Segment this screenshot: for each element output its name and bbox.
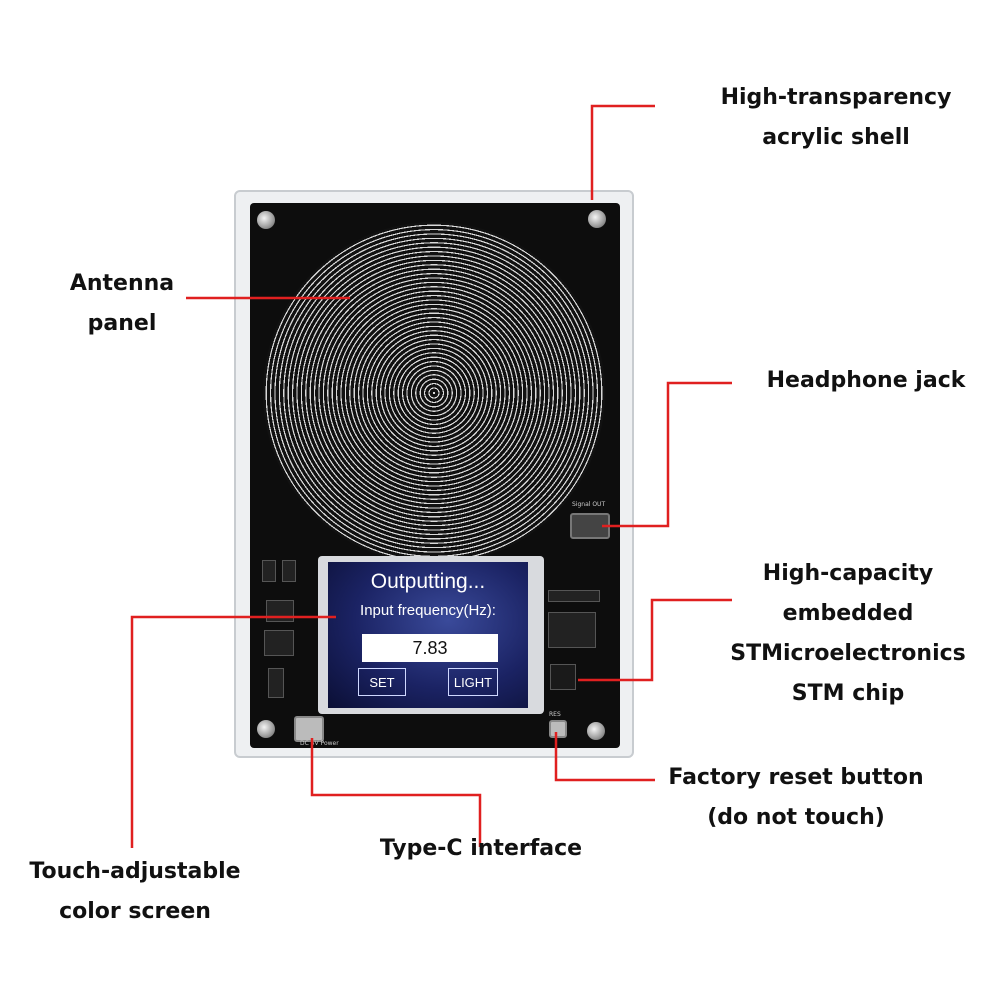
callout-line-shell [590,104,655,200]
screw-icon [587,722,605,740]
light-button[interactable]: LIGHT [448,668,498,696]
label-line: acrylic shell [762,125,910,150]
label-line: color screen [59,899,211,924]
res-label: RES [549,711,561,718]
screen-title: Outputting... [370,570,486,593]
component [548,590,600,602]
label-stm-chip: High-capacity embedded STMicroelectronic… [708,554,988,714]
frequency-field[interactable]: 7.83 [362,634,498,662]
label-line: Type-C interface [379,836,583,861]
component [262,560,276,582]
label-line: Factory reset button [668,765,924,790]
label-line: (do not touch) [707,805,885,830]
label-type-c: Type-C interface [366,829,596,869]
label-line: STM chip [791,681,905,706]
label-line: Antenna [69,271,175,296]
component [264,630,294,656]
label-touch-screen: Touch-adjustable color screen [10,852,260,932]
label-line: High-capacity [762,561,934,586]
set-button[interactable]: SET [358,668,406,696]
stm-chip [550,664,576,690]
label-line: High-transparency [720,85,952,110]
screen-subtitle: Input frequency(Hz): [360,602,496,619]
callout-line-chip [578,598,732,682]
callout-line-typec [310,738,482,847]
type-c-port [294,716,324,742]
antenna-coil [263,222,605,564]
screw-icon [257,720,275,738]
dc-power-label: DC 5V Power [300,740,339,747]
screw-icon [588,210,606,228]
callout-line-screen [130,615,336,848]
callout-line-reset [554,732,655,782]
label-headphone-jack: Headphone jack [756,361,976,401]
label-line: STMicroelectronics [730,641,966,666]
label-reset-button: Factory reset button (do not touch) [660,758,932,838]
component [268,668,284,698]
component [548,612,596,648]
signal-out-label: Signal OUT [572,501,606,508]
label-antenna-panel: Antenna panel [52,264,192,344]
label-line: panel [87,311,157,336]
component [282,560,296,582]
label-line: Headphone jack [766,368,966,393]
label-line: Touch-adjustable [29,859,241,884]
label-line: embedded [782,601,914,626]
label-acrylic-shell: High-transparency acrylic shell [700,78,972,158]
callout-line-headphone [602,381,732,528]
screw-icon [257,211,275,229]
reset-button [549,720,567,738]
device-screen: Outputting... Input frequency(Hz): 7.83 … [328,562,528,708]
